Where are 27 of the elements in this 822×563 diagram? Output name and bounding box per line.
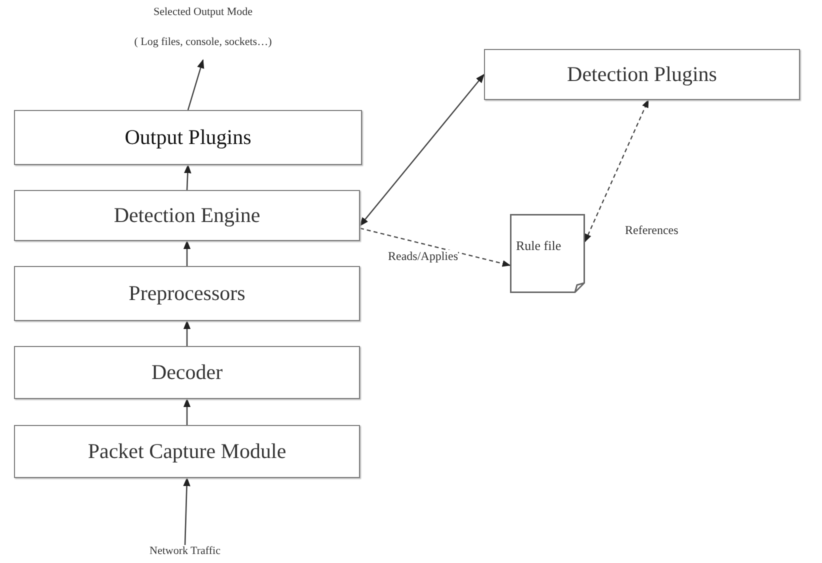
- arrow: [184, 164, 192, 190]
- process-box: [14, 346, 360, 399]
- box-label: Output Plugins: [124, 124, 252, 151]
- edge-label: References: [625, 224, 678, 236]
- box-label: Preprocessors: [128, 280, 246, 307]
- flow-label: ( Log files, console, sockets…): [134, 36, 272, 50]
- arrow: [183, 240, 191, 266]
- process-box: [14, 110, 362, 165]
- flow-label: Selected Output Mode: [154, 6, 252, 20]
- arrow: [584, 99, 649, 242]
- arrow: [183, 398, 191, 425]
- arrow: [187, 59, 204, 110]
- process-box: [14, 190, 360, 241]
- box-label: Detection Engine: [114, 202, 260, 229]
- arrow: [360, 228, 511, 267]
- process-box: [484, 49, 800, 100]
- box-label: Detection Plugins: [567, 60, 717, 88]
- arrow: [183, 320, 191, 346]
- process-box: [14, 266, 360, 321]
- arrow: [183, 477, 190, 546]
- box-label: Rule file: [516, 237, 562, 255]
- box-label: Decoder: [151, 358, 223, 386]
- arrow: [359, 74, 485, 226]
- process-box: [14, 425, 360, 478]
- edge-label: Reads/Applies: [388, 250, 458, 262]
- flow-label: Network Traffic: [110, 545, 260, 563]
- box-label: Packet Capture Module: [88, 438, 286, 465]
